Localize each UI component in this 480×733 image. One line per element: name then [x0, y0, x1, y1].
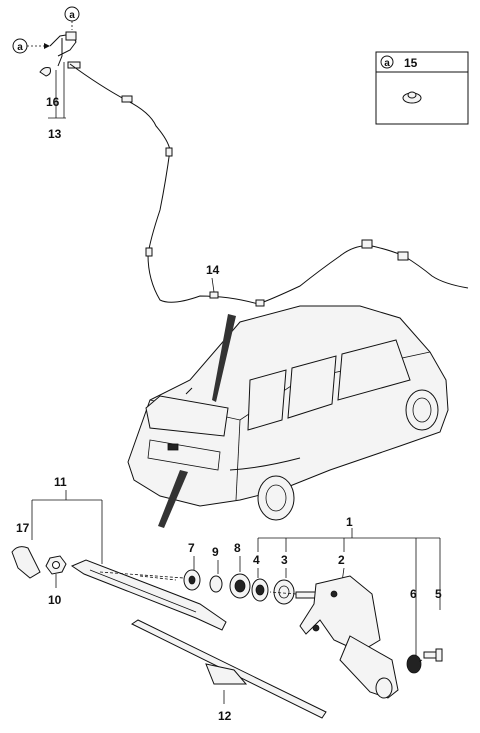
wiper-blade-12: 12	[131, 619, 327, 723]
part-number-label: 13	[48, 127, 62, 141]
part-7: 7	[183, 541, 201, 591]
part-number-label: 11	[54, 475, 67, 489]
assembly-lines	[139, 575, 423, 663]
part-number-label: 6	[410, 587, 417, 601]
part-number-label: 3	[281, 553, 288, 567]
part-number-label: a	[69, 10, 75, 21]
callout-a-top: a	[64, 6, 80, 30]
part-number-label: 9	[212, 545, 219, 559]
wiper-motor-2: 2	[295, 553, 399, 699]
part-8: 8	[229, 541, 251, 599]
part-number-label: 16	[46, 95, 60, 109]
part-17-cover	[11, 546, 41, 579]
part-number-label: 8	[234, 541, 241, 555]
part-3: 3	[273, 553, 295, 605]
washer-nozzle-assembly	[39, 31, 81, 77]
callout-16-13: 16 13	[46, 62, 66, 141]
part-6-grommet: 6	[406, 587, 422, 674]
callout-11: 11 17	[16, 475, 103, 564]
part-10-nut: 10	[45, 555, 67, 607]
part-number-label: 5	[435, 587, 442, 601]
part-number-label: 14	[206, 263, 220, 277]
part-number-label: 15	[404, 56, 418, 70]
part-number-label: 7	[188, 541, 195, 555]
part-number-label: a	[384, 58, 390, 69]
part-number-label: 12	[218, 709, 232, 723]
part-number-label: 1	[346, 515, 353, 529]
part-5-bolt: 5	[423, 587, 443, 662]
part-number-label: 4	[253, 553, 260, 567]
callout-1: 1	[257, 515, 441, 664]
wiper-arm	[70, 559, 227, 631]
part-number-label: 2	[338, 553, 345, 567]
leader-wedges	[158, 314, 236, 528]
washer-hose-14: 14	[69, 63, 469, 307]
part-number-label: 10	[48, 593, 62, 607]
part-4: 4	[251, 553, 269, 602]
part-number-label: 17	[16, 521, 30, 535]
callout-a-left: a	[12, 38, 50, 54]
inset-box-15: a 15	[375, 51, 469, 125]
part-number-label: a	[17, 42, 23, 53]
vehicle-illustration	[127, 305, 449, 521]
part-9: 9	[209, 545, 223, 593]
